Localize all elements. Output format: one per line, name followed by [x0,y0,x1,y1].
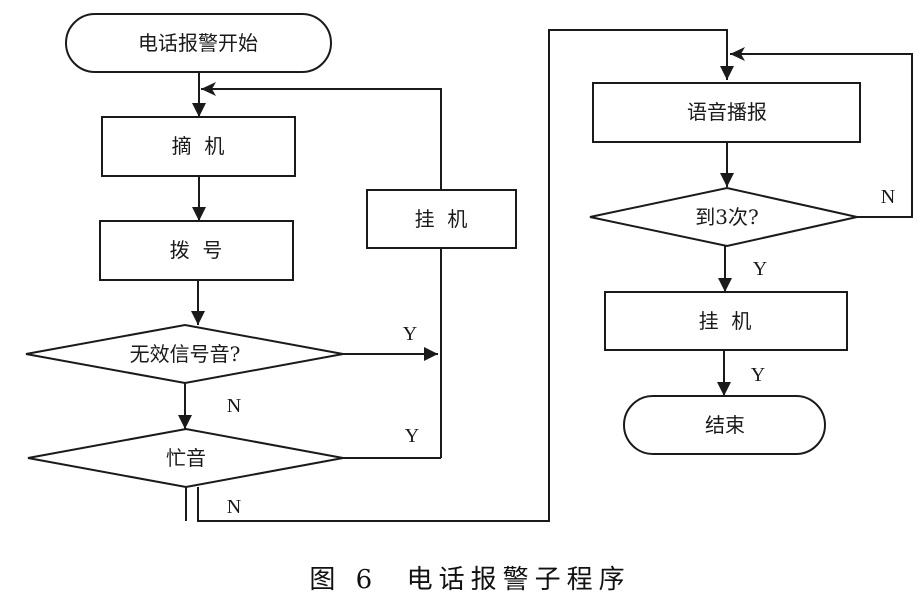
node-offhook: 摘 机 [101,116,296,177]
end-terminal-shape [623,395,826,455]
node-end: 结束 [623,395,826,455]
arrow-into-busy [178,415,192,429]
arrow-into-three [720,173,734,187]
voice-broadcast-box [592,82,861,143]
dial-box [99,220,294,281]
node-dial: 拨 号 [99,220,294,281]
arrow-into-dial [192,207,206,221]
arrow-into-invalid [191,311,205,325]
hangup-retry-label: 挂 机 [415,207,468,231]
edge-three-no-loop [730,53,913,218]
hangup-retry-box [366,189,517,249]
label-three-no: N [881,186,895,208]
offhook-label: 摘 机 [172,134,225,158]
label-busy-no: N [227,496,241,518]
arrow-into-end [717,382,731,396]
node-hangup-final: 挂 机 [604,291,848,351]
edge-busy-no-to-voice [197,29,728,522]
node-hangup-retry: 挂 机 [366,189,517,249]
three-times-label: 到3次? [695,205,758,229]
invalid-tone-label: 无效信号音? [130,342,241,366]
arrow-invalid-yes [424,347,438,361]
label-invalid-no: N [227,395,241,417]
voice-broadcast-label: 语音播报 [687,100,767,124]
end-label: 结束 [705,413,745,437]
start-label: 电话报警开始 [138,31,258,55]
label-busy-yes: Y [405,425,419,447]
offhook-box [101,116,296,177]
dial-label: 拨 号 [170,238,223,262]
arrow-into-offhook [192,103,206,117]
busy-tone-label: 忙音 [166,446,206,470]
node-start: 电话报警开始 [65,13,332,73]
node-voice-broadcast: 语音播报 [592,82,861,143]
label-invalid-yes: Y [403,323,417,345]
node-busy-tone: 忙音 [27,427,344,489]
arrow-loop-offhook [201,82,216,96]
label-three-yes: Y [753,258,767,280]
hangup-final-label: 挂 机 [699,309,752,333]
edge-hangup-retry-loop [201,88,442,190]
hangup-final-box [604,291,848,351]
node-three-times: 到3次? [589,186,858,248]
node-invalid-tone: 无效信号音? [25,323,344,385]
arrow-into-voice [720,66,734,80]
label-hangup-end: Y [751,364,765,386]
arrow-into-hangup-final [718,278,732,292]
figure-caption: 图 6 电话报警子程序 [309,565,630,595]
arrow-loop-voice [730,47,745,61]
